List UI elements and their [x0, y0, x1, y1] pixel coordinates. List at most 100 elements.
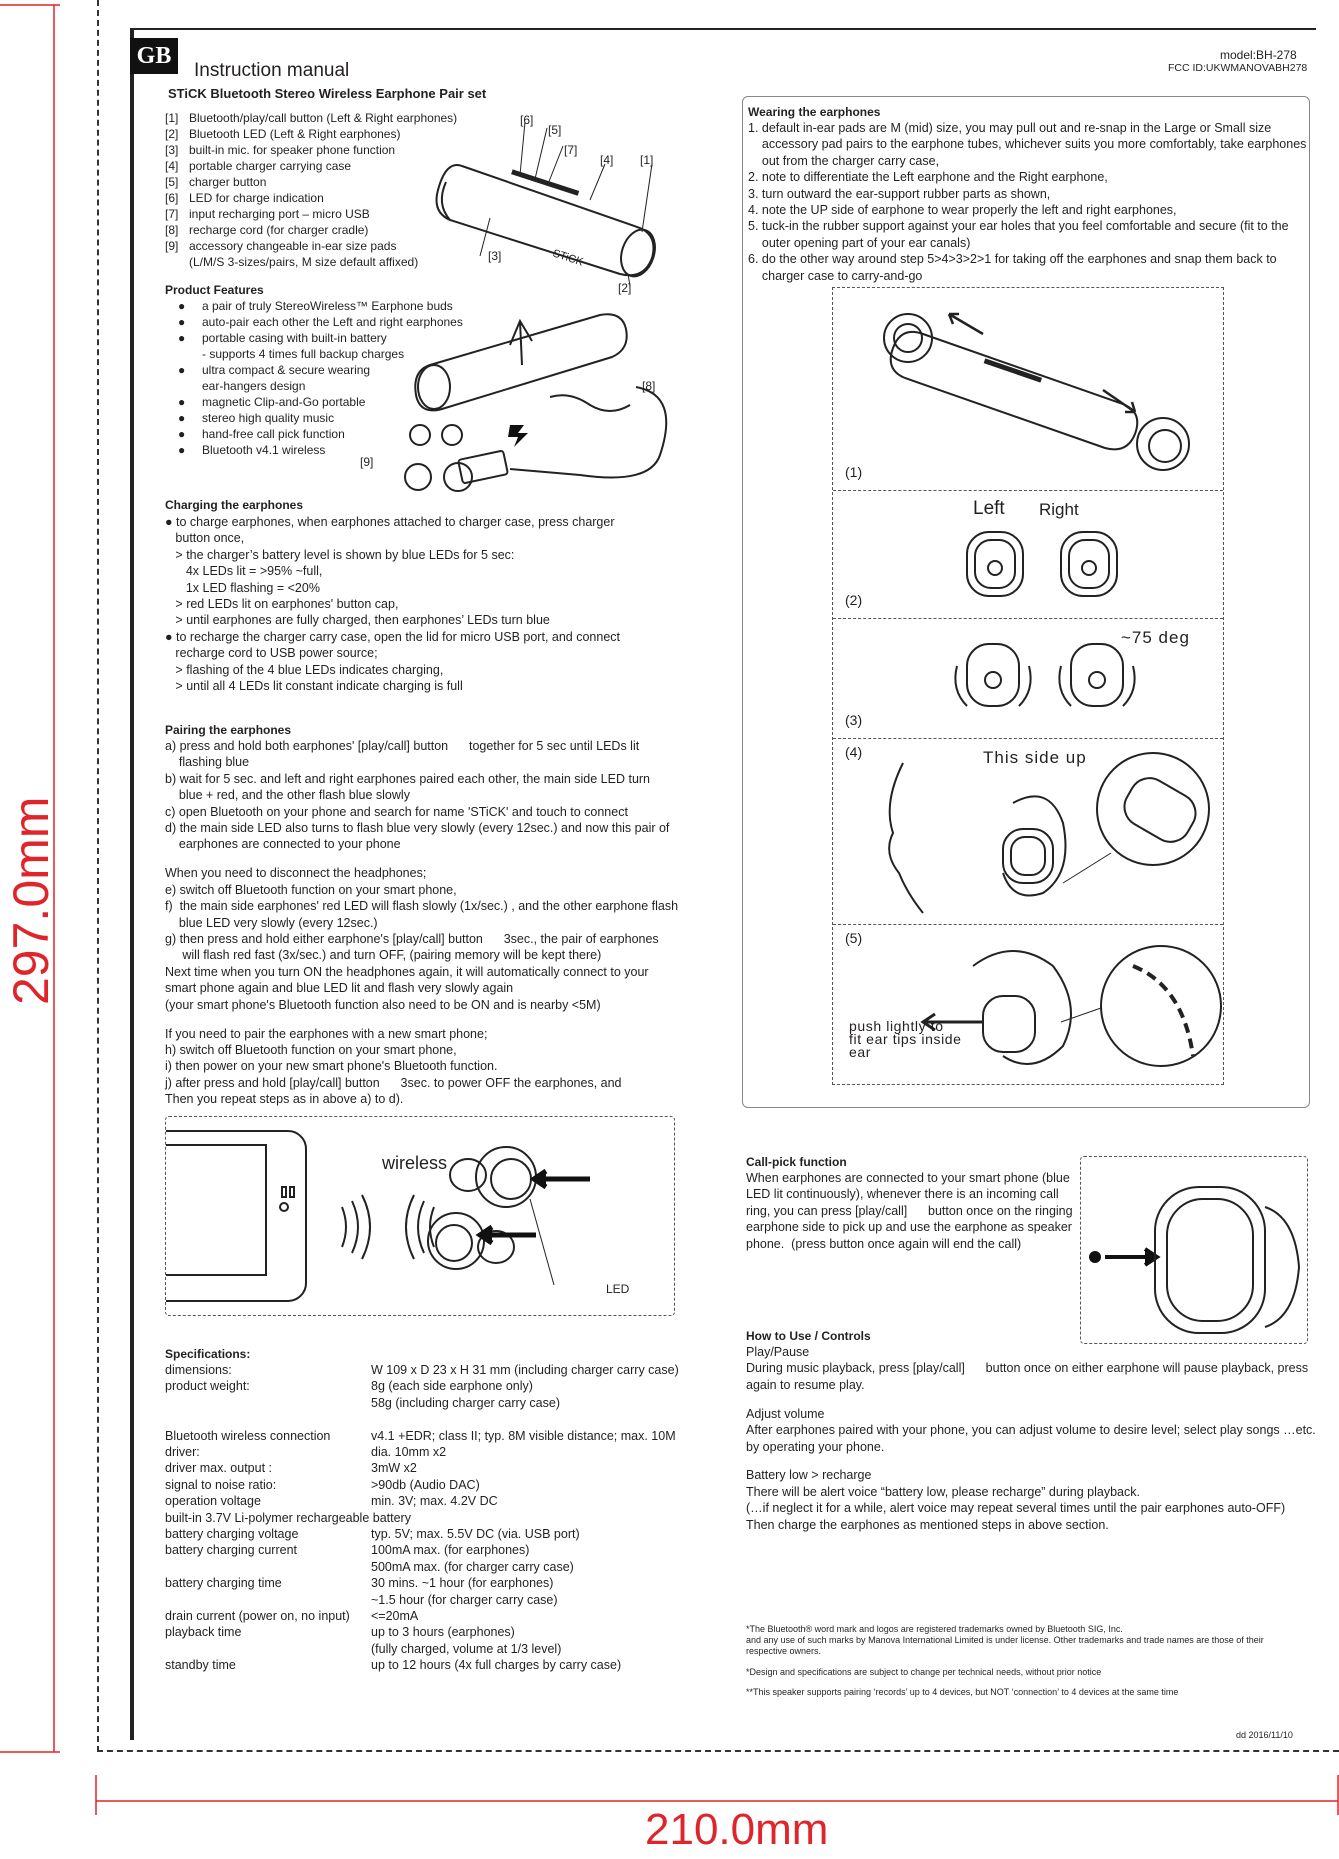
spec-key: playback time	[165, 1625, 242, 1640]
feature-text: - supports 4 times full backup charges	[202, 347, 405, 361]
spec-row: dimensions: W 109 x D 23 x H 31 mm (inclu…	[165, 1362, 695, 1378]
part-description: built-in mic. for speaker phone function	[189, 143, 396, 157]
text-line: There will be alert voice “battery low, …	[746, 1484, 1140, 1499]
part-row: [9]accessory changeable in-ear size pads	[165, 238, 485, 254]
wireless-label: wireless	[382, 1153, 448, 1173]
spec-row: driver:dia. 10mm x2	[165, 1444, 695, 1460]
case-cable-pads-illustration	[404, 313, 668, 492]
spec-key: standby time	[165, 1658, 236, 1673]
spec-value: up to 12 hours (4x full charges by carry…	[371, 1658, 622, 1673]
spec-key	[165, 1641, 371, 1657]
part-row: [1]Bluetooth/play/call button (Left & Ri…	[165, 110, 485, 126]
fcc-id: FCC ID:UKWMANOVABH278	[1168, 62, 1308, 74]
text-line	[165, 853, 695, 866]
language-badge: GB	[130, 38, 178, 74]
part-row: [8]recharge cord (for charger cradle)	[165, 222, 485, 238]
left-label: Left	[973, 498, 1005, 519]
feature-text: magnetic Clip-and-Go portable	[202, 395, 366, 409]
text-line: During music playback, press [play/call]…	[746, 1361, 1309, 1376]
text-line: *Design and specifications are subject t…	[746, 1666, 1102, 1677]
part-number: [3]	[165, 143, 179, 157]
spec-value: dia. 10mm x2	[371, 1445, 447, 1460]
spec-key	[165, 1411, 371, 1427]
footnotes: *The Bluetooth® word mark and logos are …	[746, 1624, 1316, 1698]
spec-row: ~1.5 hour (for charger carry case)	[165, 1592, 695, 1608]
spec-row: built-in 3.7V Li-polymer rechargeable ba…	[165, 1510, 695, 1526]
spec-value: W 109 x D 23 x H 31 mm (including charge…	[371, 1363, 679, 1377]
feature-text: ear-hangers design	[202, 379, 306, 393]
text-line	[165, 1013, 695, 1026]
text-line: recharge cord to USB power source;	[165, 646, 378, 661]
text-line: 6. do the other way around step 5>4>3>2>…	[748, 252, 1277, 267]
text-line: charger case to carry-and-go	[748, 268, 923, 283]
spec-key: operation voltage	[165, 1494, 261, 1509]
text-line: 4. note the UP side of earphone to wear …	[748, 203, 1177, 218]
subtitle-part-b: Earphone Pair set	[375, 86, 487, 101]
step1-label: (1)	[845, 464, 863, 480]
feature-text: stereo high quality music	[202, 411, 335, 425]
text-line	[746, 1678, 1316, 1687]
charging-title: Charging the earphones	[165, 498, 304, 512]
part-description: recharge cord (for charger cradle)	[189, 223, 369, 237]
spec-value: >90db (Audio DAC)	[371, 1477, 480, 1492]
bullet-icon: ●	[178, 315, 186, 329]
part-number: [6]	[165, 191, 179, 205]
header-rule	[130, 28, 1316, 30]
spec-row: 58g (including charger carry case)	[165, 1395, 695, 1411]
spec-row: driver max. output :3mW x2	[165, 1460, 695, 1476]
subtitle-part-a: STiCK Bluetooth Stereo Wireless	[168, 86, 373, 101]
case-brand-label: STiCK	[551, 247, 585, 268]
spec-key: Bluetooth wireless connection	[165, 1428, 331, 1443]
text-line: 1x LED flashing = <20%	[165, 580, 320, 595]
call-title: Call-pick function	[746, 1155, 847, 1169]
text-line: flashing blue	[165, 755, 250, 770]
wearing-title: Wearing the earphones	[748, 105, 881, 119]
spec-key: dimensions:	[165, 1363, 232, 1377]
feature-text: ultra compact & secure wearing	[202, 363, 371, 377]
part-number: [9]	[165, 239, 179, 253]
text-line: > red LEDs lit on earphones' button cap,	[165, 597, 399, 612]
text-line: will flash red fast (3x/sec.) and turn O…	[165, 948, 602, 963]
text-line: > until all 4 LEDs lit constant indicate…	[165, 679, 463, 694]
text-line: 1. default in-ear pads are M (mid) size,…	[748, 121, 1272, 135]
bullet-icon: ●	[178, 427, 186, 441]
part-row: [7]input recharging port – micro USB	[165, 206, 485, 222]
text-line: a) press and hold both earphones' [play/…	[165, 739, 640, 753]
height-dimension-label: 297.0mm	[3, 796, 59, 1005]
sheet-border	[97, 0, 1339, 1752]
part-number: [1]	[165, 111, 179, 125]
feature-item: ●Bluetooth v4.1 wireless	[178, 442, 478, 458]
part-number: [2]	[165, 127, 179, 141]
callout-9: [9]	[360, 455, 374, 469]
spec-row	[165, 1411, 695, 1427]
text-line	[746, 1658, 1316, 1667]
text-line: by operating your phone.	[746, 1439, 885, 1454]
spec-key: battery charging time	[165, 1576, 282, 1591]
feature-text: a pair of truly StereoWireless™ Earphone…	[202, 299, 453, 313]
width-dimension-label: 210.0mm	[645, 1805, 829, 1854]
text-line: > until earphones are fully charged, the…	[165, 613, 550, 628]
callout-5: [5]	[548, 123, 562, 137]
spec-key: driver max. output :	[165, 1461, 272, 1476]
text-line: h) switch off Bluetooth function on your…	[165, 1042, 457, 1057]
product-subtitle: STiCK Bluetooth Stereo Wireless Earphone…	[168, 86, 486, 101]
text-line: *The Bluetooth® word mark and logos are …	[746, 1624, 1123, 1634]
charger-case-illustration: STiCK	[435, 121, 656, 287]
text-line: c) open Bluetooth on your phone and sear…	[165, 804, 628, 819]
push-instruction: push lightly to fit ear tips inside ear	[849, 1018, 962, 1060]
spec-row: signal to noise ratio:>90db (Audio DAC)	[165, 1477, 695, 1493]
step3-illustration	[954, 643, 1136, 707]
text-line	[746, 1393, 1316, 1406]
bullet-icon: ●	[178, 331, 186, 345]
part-row: [6]LED for charge indication	[165, 190, 485, 206]
callout-8: [8]	[642, 379, 656, 393]
feature-text: portable casing with built-in battery	[202, 331, 387, 345]
part-number: [7]	[165, 207, 179, 221]
part-row: (L/M/S 3-sizes/pairs, M size default aff…	[165, 254, 485, 270]
spec-value: up to 3 hours (earphones)	[371, 1625, 515, 1640]
text-line: i) then power on your new smart phone's …	[165, 1059, 498, 1074]
part-row: [2]Bluetooth LED (Left & Right earphones…	[165, 126, 485, 142]
